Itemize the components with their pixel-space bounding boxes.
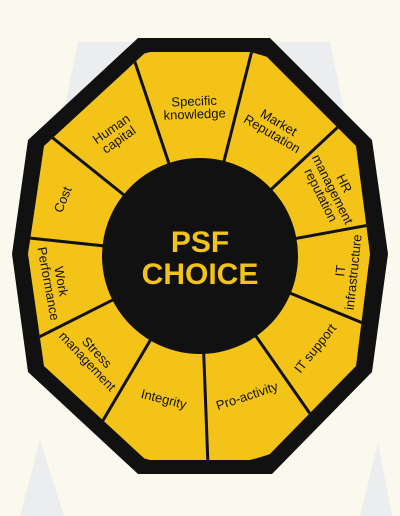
segment-label-line: IT — [332, 264, 348, 277]
segment-label: Specificknowledge — [163, 92, 226, 122]
center-title-line2: CHOICE — [142, 258, 259, 291]
segment-label-line: knowledge — [163, 105, 226, 122]
ghost-shape-bottom-left — [20, 440, 64, 516]
center-title-line1: PSF — [171, 226, 229, 259]
segment-wedge — [133, 52, 252, 256]
segment-label-line: Specific — [171, 93, 218, 110]
segment-label-line: Work — [51, 265, 71, 298]
ghost-shape-bottom-right — [360, 442, 392, 516]
center-hub — [102, 158, 298, 354]
